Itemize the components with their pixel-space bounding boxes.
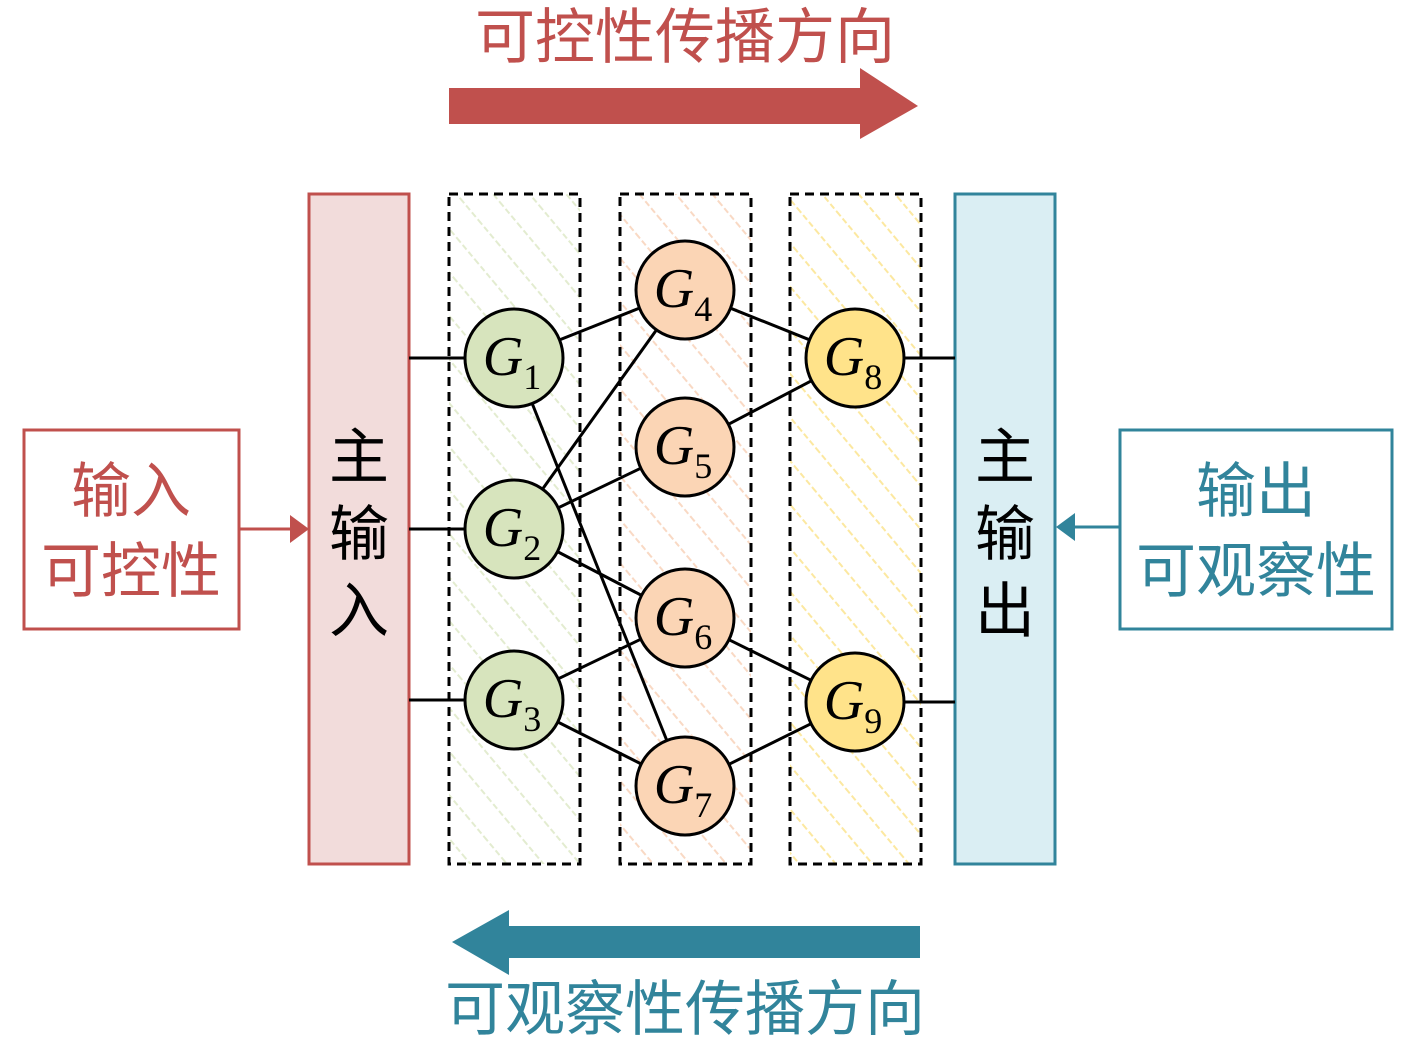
gate-g2: G2 [463,478,565,580]
gate-circle [634,396,736,498]
gate-circle [463,307,565,409]
gate-g5: G5 [634,396,736,498]
gate-g9: G9 [804,651,906,753]
primary-output-bar: 主 输 出 [953,192,1057,866]
gate-label: G7 [654,754,712,825]
edge-g4-g8 [729,306,811,342]
edge-g2-g4 [541,328,658,491]
edge-g3-g7 [557,720,642,766]
input-controllability-line1: 输入 [71,457,191,527]
input-arrow [239,515,309,543]
output-arrow [1056,513,1120,541]
gate-circle [463,478,565,580]
edges [409,306,955,766]
gate-circle [463,649,565,751]
primary-output-char-3: 出 [975,577,1035,647]
primary-input-char-2: 输 [329,500,389,570]
output-observability-line1: 输出 [1196,457,1316,527]
gate-g1: G1 [463,307,565,409]
gate-label: G4 [654,258,712,329]
gate-g3: G3 [463,649,565,751]
primary-output-char-2: 输 [975,500,1035,570]
controllability-direction-arrow [449,68,918,139]
edge-g5-g8 [727,379,813,426]
gate-circle [804,651,906,753]
input-controllability-box: 输入 可控性 [22,428,241,631]
edge-g3-g6 [557,637,642,681]
gate-g4: G4 [634,239,736,341]
edge-g7-g9 [728,722,812,766]
observability-direction-arrow [452,910,920,975]
edge-g1-g4 [558,306,641,342]
gate-label: G6 [654,586,712,657]
gate-g6: G6 [634,567,736,669]
gate-circle [634,567,736,669]
edge-g6-g9 [728,638,812,682]
output-observability-line2: 可观察性 [1136,537,1376,607]
primary-input-char-1: 主 [329,423,389,493]
gate-circle [804,307,906,409]
bottom-arrow-label: 可观察性传播方向 [445,975,925,1042]
edge-g2-g6 [556,550,643,597]
gate-g8: G8 [804,307,906,409]
layer-3-region [788,192,923,866]
gate-label: G1 [483,326,541,397]
top-arrow-label: 可控性传播方向 [475,3,895,73]
primary-input-char-3: 入 [329,577,389,647]
edge-g2-g5 [557,466,642,510]
input-controllability-line2: 可控性 [41,537,221,607]
output-observability-box: 输出 可观察性 [1118,428,1394,631]
gate-g7: G7 [634,735,736,837]
gate-circle [634,239,736,341]
primary-output-char-1: 主 [975,423,1035,493]
gate-label: G5 [654,415,712,486]
gate-label: G3 [483,668,541,739]
gate-label: G9 [824,670,882,741]
gate-circle [634,735,736,837]
gate-label: G8 [824,326,882,397]
gate-label: G2 [483,497,541,568]
primary-input-bar: 主 输 入 [307,192,411,866]
